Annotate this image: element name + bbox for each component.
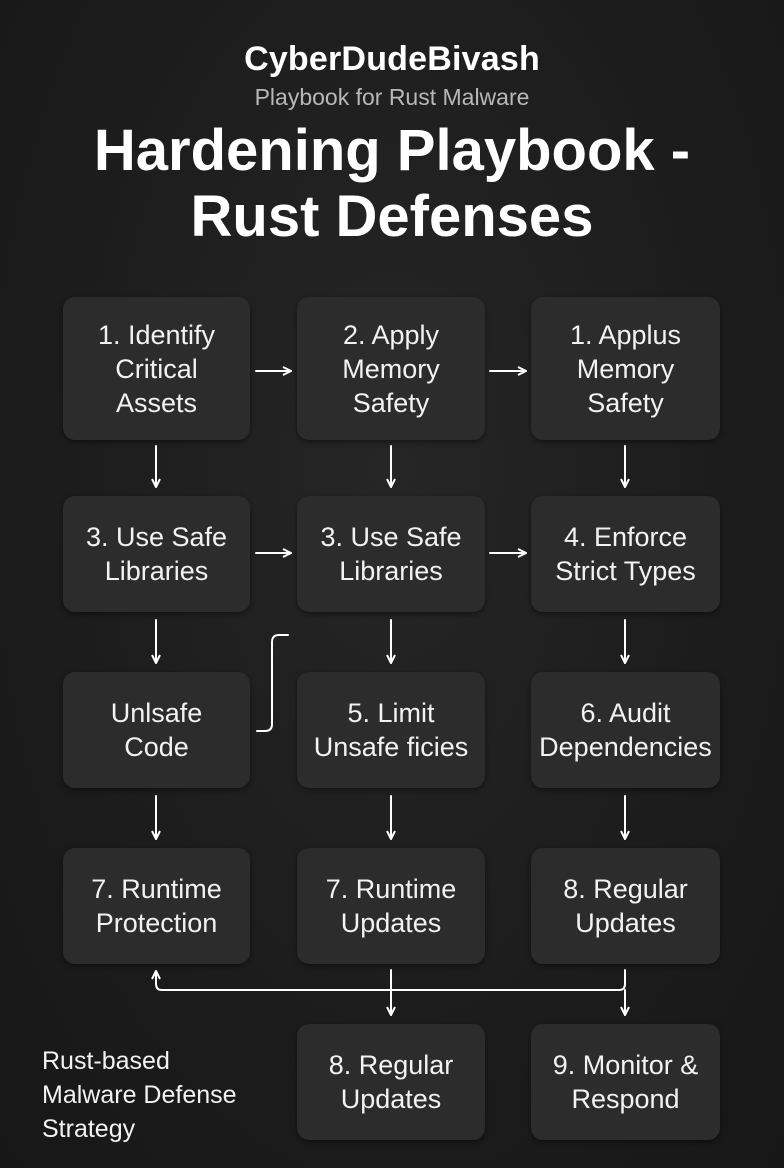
title-line-1: Hardening Playbook - bbox=[93, 118, 691, 183]
step-use-safe-libraries-center: 3. Use Safe Libraries bbox=[297, 496, 485, 612]
step-runtime-updates: 7. Runtime Updates bbox=[297, 848, 485, 964]
step-regular-updates-lower: 8. Regular Updates bbox=[297, 1024, 485, 1140]
page-title: Hardening Playbook - Rust Defenses bbox=[0, 118, 784, 250]
step-use-safe-libraries-left: 3. Use Safe Libraries bbox=[63, 496, 250, 612]
step-enforce-strict-types: 4. Enforce Strict Types bbox=[531, 496, 720, 612]
step-limit-unsafe: 5. Limit Unsafe ficies bbox=[297, 672, 485, 788]
step-unsafe-code: Unlsafe Code bbox=[63, 672, 250, 788]
step-audit-dependencies: 6. Audit Dependencies bbox=[531, 672, 720, 788]
subtitle: Playbook for Rust Malware bbox=[254, 84, 530, 110]
step-monitor-respond: 9. Monitor & Respond bbox=[531, 1024, 720, 1140]
step-applus-memory-safety: 1. Applus Memory Safety bbox=[531, 297, 720, 440]
title-line-2: Rust Defenses bbox=[190, 184, 594, 249]
strategy-caption: Rust-based Malware Defense Strategy bbox=[42, 1047, 237, 1143]
step-runtime-protection: 7. Runtime Protection bbox=[63, 848, 250, 964]
step-apply-memory-safety: 2. Apply Memory Safety bbox=[297, 297, 485, 440]
bracket-connector bbox=[256, 634, 289, 732]
step-regular-updates-upper: 8. Regular Updates bbox=[531, 848, 720, 964]
step-identify-critical-assets: 1. Identify Critical Assets bbox=[63, 297, 250, 440]
brand-name: CyberDudeBivash bbox=[244, 40, 540, 78]
